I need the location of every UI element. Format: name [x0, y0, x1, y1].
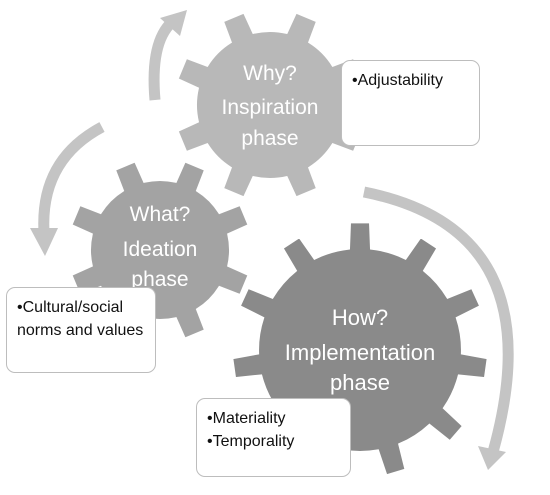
note-adjustability: Adjustability — [352, 69, 469, 92]
note-temporality: Temporality — [207, 430, 340, 453]
gear-why-phase-line2: phase — [241, 127, 298, 150]
gear-why-question: Why? — [243, 62, 297, 85]
gear-what-phase-line2: phase — [131, 268, 188, 291]
gear-how-phase-line1: Implementation — [285, 340, 435, 365]
gear-how-question: How? — [332, 305, 388, 330]
gear-how-phase-line2: phase — [330, 370, 390, 395]
what-notes-box: Cultural/social norms and values — [6, 287, 156, 373]
arrow-to-why — [148, 10, 187, 101]
note-materiality: Materiality — [207, 407, 340, 430]
gear-what-phase-line1: Ideation — [123, 238, 198, 261]
how-notes-box: Materiality Temporality — [196, 398, 351, 477]
arrow-to-what — [30, 122, 105, 256]
note-cultural-social-norms: Cultural/social norms and values — [17, 296, 145, 342]
arrow-to-how — [362, 186, 514, 470]
gear-what: What? Ideation phase — [70, 160, 250, 340]
gear-what-question: What? — [130, 203, 191, 226]
gear-why-shape — [176, 11, 364, 199]
cycle-arrows — [30, 10, 514, 470]
why-notes-box: Adjustability — [341, 60, 480, 146]
gear-why-phase-line1: Inspiration — [222, 96, 319, 119]
gear-why: Why? Inspiration phase — [176, 11, 364, 199]
